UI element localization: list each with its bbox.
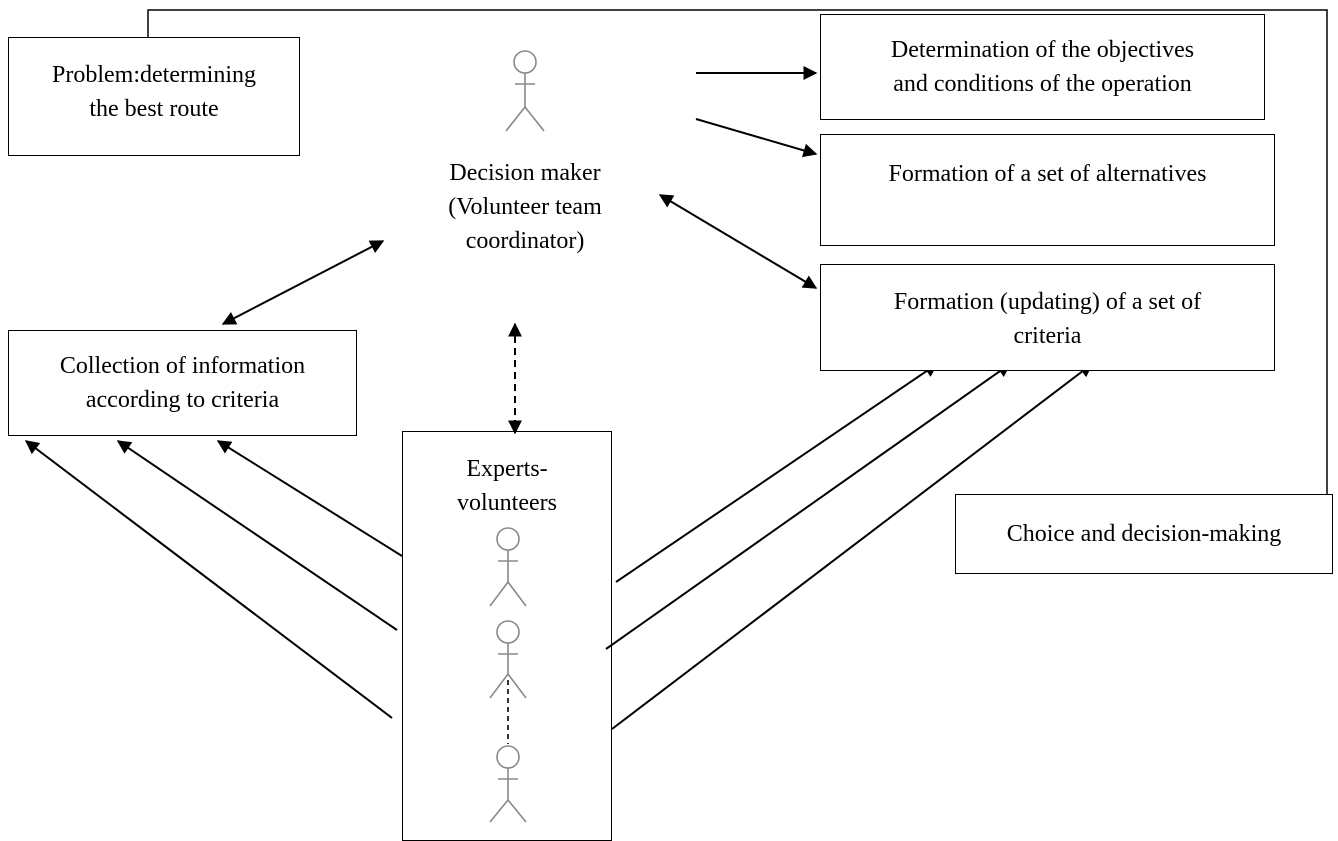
decision-maker-figure	[505, 50, 545, 132]
choice-line1: Choice and decision-making	[1006, 521, 1282, 547]
feedback-loop-line	[147, 9, 1328, 512]
arrow-dm-collection	[221, 240, 385, 325]
collection-line1: Collection of information	[59, 353, 306, 379]
decision-maker-line1: Decision maker	[449, 160, 601, 186]
criteria-line2: criteria	[1013, 323, 1082, 349]
expert-figure-1	[489, 527, 527, 607]
expert-figure-2	[489, 620, 527, 699]
experts-box: Experts- volunteers	[402, 431, 612, 841]
alternatives-line1: Formation of a set of alternatives	[888, 161, 1207, 187]
problem-box: Problem:determining the best route	[8, 37, 300, 156]
arrow-experts-collection-3	[24, 440, 393, 719]
problem-line1: Problem:determining	[52, 62, 256, 88]
experts-line2: volunteers	[457, 490, 557, 516]
decision-maker-label: Decision maker (Volunteer team coordinat…	[405, 156, 645, 258]
arrow-experts-collection-1	[216, 440, 403, 557]
objectives-line2: and conditions of the operation	[893, 71, 1192, 97]
decision-maker-line2: (Volunteer team	[448, 194, 602, 220]
choice-box: Choice and decision-making	[955, 494, 1333, 574]
expert-figure-3	[489, 745, 527, 823]
problem-line2: the best route	[89, 96, 219, 122]
arrow-experts-criteria-3	[611, 363, 1094, 730]
criteria-box: Formation (updating) of a set of criteri…	[820, 264, 1275, 371]
arrow-dm-criteria	[658, 194, 818, 289]
arrow-experts-collection-2	[116, 440, 398, 631]
collection-box: Collection of information according to c…	[8, 330, 357, 436]
experts-line1: Experts-	[466, 456, 548, 482]
alternatives-box: Formation of a set of alternatives	[820, 134, 1275, 246]
decision-maker-line3: coordinator)	[465, 228, 585, 254]
arrow-experts-criteria-2	[605, 363, 1012, 650]
objectives-line1: Determination of the objectives	[890, 37, 1195, 63]
criteria-line1: Formation (updating) of a set of	[893, 289, 1202, 315]
collection-line2: according to criteria	[85, 387, 280, 413]
arrow-dm-to-alternatives	[695, 118, 818, 158]
objectives-box: Determination of the objectives and cond…	[820, 14, 1265, 120]
arrow-experts-criteria-1	[615, 363, 939, 583]
